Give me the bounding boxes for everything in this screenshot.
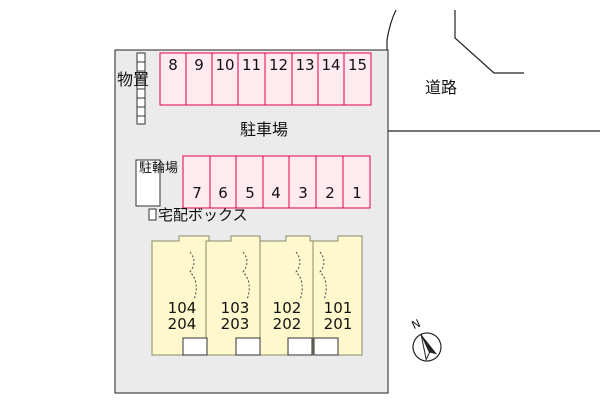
parking-slot-1-label: 1	[352, 184, 362, 202]
parking-slot-9-label: 9	[194, 56, 204, 74]
delivery-box-label: 宅配ボックス	[158, 206, 248, 224]
parking-slot-10-label: 10	[215, 56, 235, 74]
parking-slot-5-label: 5	[245, 184, 255, 202]
entrance-boxes	[182, 337, 339, 356]
unit-ground-number: 104	[167, 299, 197, 317]
bike-parking-box	[135, 159, 161, 207]
north-arrow-icon	[412, 332, 442, 362]
parking-slot-6-label: 6	[218, 184, 228, 202]
unit-upper-number: 201	[323, 314, 353, 333]
parking-slot-4-label: 4	[271, 184, 281, 202]
road-label: 道路	[425, 78, 458, 97]
parking-row-bottom	[182, 155, 371, 209]
apartment-building	[151, 235, 363, 356]
parking-lot-label: 駐車場	[240, 120, 289, 139]
building-wing-2	[205, 235, 264, 356]
unit-upper-number: 202	[272, 314, 302, 333]
unit-ground-number: 103	[220, 299, 250, 317]
unit-label-104-204: 104 204	[160, 299, 204, 333]
building-wing-1	[151, 235, 213, 356]
road-curve-line	[454, 10, 524, 74]
parking-slot-7-label: 7	[192, 184, 202, 202]
stair-dash-lines	[189, 251, 327, 301]
unit-label-101-201: 101 201	[316, 299, 360, 333]
building-wing-3	[259, 235, 314, 356]
unit-label-103-203: 103 203	[213, 299, 257, 333]
storage-label: 物置	[117, 70, 150, 89]
unit-label-102-202: 102 202	[265, 299, 309, 333]
parking-slot-14-label: 14	[321, 56, 341, 74]
parking-slot-2-label: 2	[325, 184, 335, 202]
unit-ground-number: 102	[272, 299, 302, 317]
parking-row-top	[159, 52, 372, 106]
storage-shed	[136, 52, 146, 125]
parking-slot-13-label: 13	[295, 56, 315, 74]
parking-slot-8-label: 8	[168, 56, 178, 74]
unit-upper-number: 204	[167, 314, 197, 333]
parking-slot-3-label: 3	[298, 184, 308, 202]
parking-slot-15-label: 15	[347, 56, 368, 74]
delivery-box-icon	[148, 208, 157, 221]
building-wing-4	[312, 235, 363, 356]
parking-slot-11-label: 11	[241, 56, 262, 74]
bike-parking-label: 駐輪場	[139, 162, 178, 176]
unit-ground-number: 101	[323, 299, 353, 317]
unit-upper-number: 203	[220, 314, 250, 333]
road-edge-line	[386, 9, 397, 50]
parking-slot-12-label: 12	[268, 56, 289, 74]
